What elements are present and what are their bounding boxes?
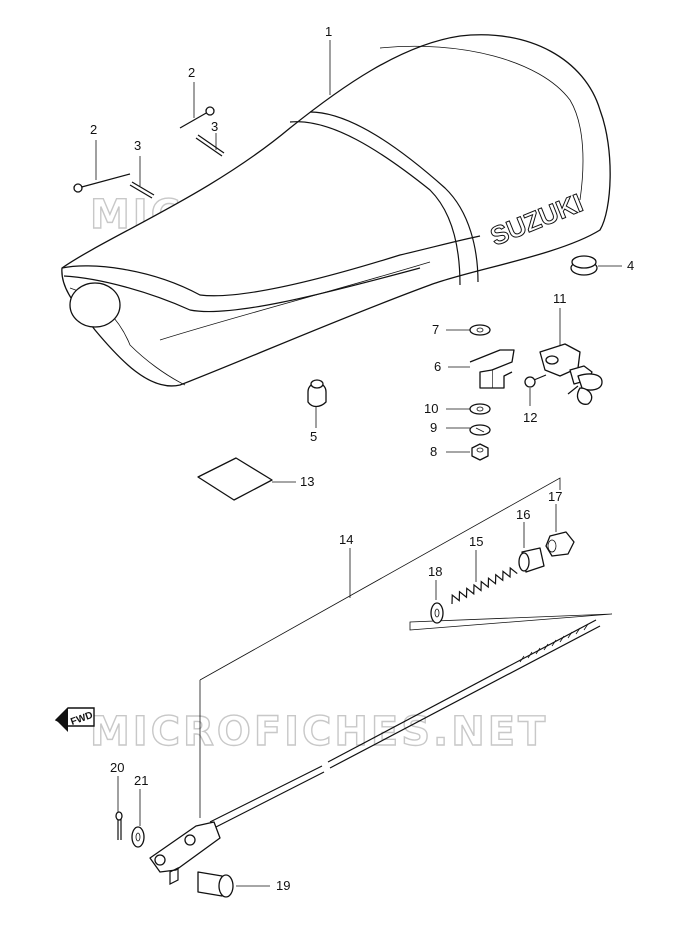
decal-13 [197,457,273,501]
seat-lock-11 [539,343,603,405]
washer-7 [469,324,491,336]
callout-17: 17 [548,489,562,504]
bolt-2b [179,106,215,129]
washer-18 [430,602,444,624]
seat: SUZUKI [61,34,611,387]
bolt-2a [73,173,131,193]
cotter-pin-20 [115,811,123,840]
subassembly-wedge [409,613,613,631]
callout-6: 6 [434,359,441,374]
cable-rod [209,765,325,829]
watermark-bottom: MICROFICHES.NET [90,709,548,755]
bracket-6 [469,349,515,389]
callout-19: 19 [276,878,290,893]
callout-8: 8 [430,444,437,459]
callout-21: 21 [134,773,148,788]
clevis [149,821,221,885]
cushion-4 [570,255,598,276]
callout-10: 10 [424,401,438,416]
callout-9: 9 [430,420,437,435]
callout-14: 14 [339,532,353,547]
callout-4: 4 [627,258,634,273]
cotter-pin-3b [195,134,225,157]
lock-washer-9 [469,424,491,436]
washer-10 [469,403,491,415]
spring-15 [451,566,518,605]
callout-18: 18 [428,564,442,579]
callout-20: 20 [110,760,124,775]
callout-15: 15 [469,534,483,549]
cotter-pin-3a [129,181,155,199]
cap-nut-17 [545,531,575,557]
callout-11: 11 [553,291,567,306]
washer-21 [131,826,145,848]
callout-7: 7 [432,322,439,337]
callout-16: 16 [516,507,530,522]
callout-1: 1 [325,24,332,39]
fwd-arrow-icon: FWD [54,707,95,732]
clevis-pin-19 [197,871,234,898]
callout-3b: 3 [211,119,218,134]
nut-8 [471,443,489,461]
bolt-12 [524,374,547,388]
threaded-rod [327,619,601,769]
callout-5: 5 [310,429,317,444]
sleeve-16 [518,547,545,573]
callout-2b: 2 [188,65,195,80]
assembly-bracket-14 [199,477,561,681]
callout-2a: 2 [90,122,97,137]
callout-13: 13 [300,474,314,489]
callout-12: 12 [523,410,537,425]
cushion-5 [307,379,327,408]
callout-3a: 3 [134,138,141,153]
